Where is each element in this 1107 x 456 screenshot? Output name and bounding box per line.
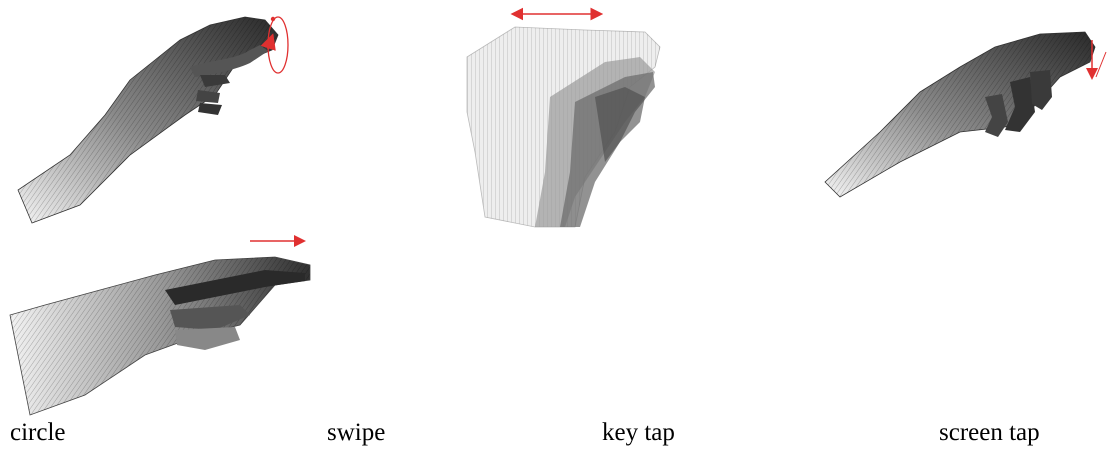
caption-circle: circle [10,418,66,448]
swipe-gesture-hand-illustration [455,2,675,230]
caption-key-tap: key tap [602,418,675,448]
caption-swipe: swipe [327,418,385,448]
circle-gesture-hand-illustration [10,5,310,225]
screen-tap-gesture-hand-illustration [820,22,1107,202]
key-tap-gesture-panel [5,235,325,420]
swipe-gesture-panel [455,2,675,230]
key-tap-gesture-hand-illustration [5,235,325,420]
screen-tap-gesture-panel [820,22,1107,202]
circle-gesture-panel [10,5,310,225]
caption-screen-tap: screen tap [939,418,1040,448]
